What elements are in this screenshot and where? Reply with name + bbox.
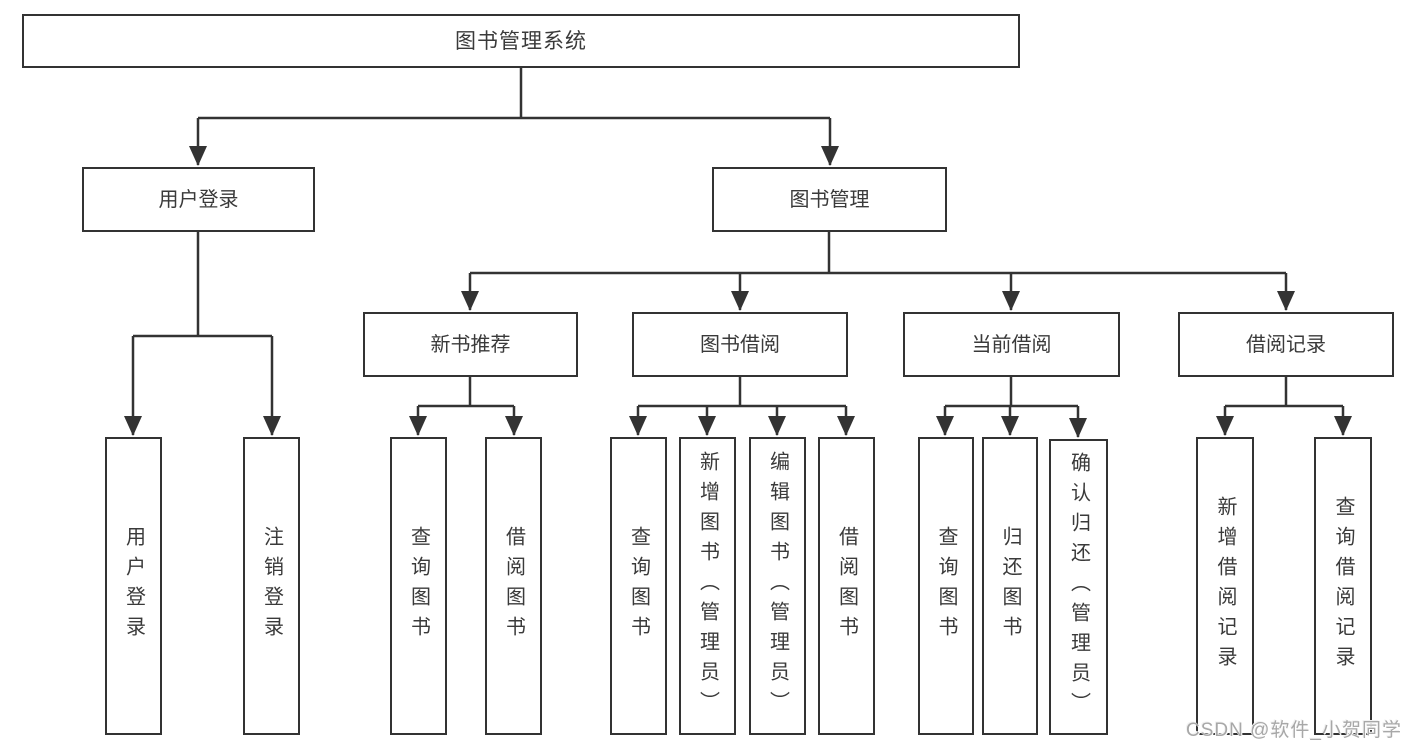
leaf-query-books-recommend: 查询图书 <box>390 437 447 735</box>
leaf-return-books: 归还图书 <box>982 437 1038 735</box>
node-label: 图书管理 <box>789 188 870 211</box>
leaf-confirm-return-admin: 确认归还（管理员） <box>1049 439 1108 735</box>
node-library-management-system: 图书管理系统 <box>22 14 1020 68</box>
node-label: 借阅图书 <box>835 526 858 646</box>
node-book-borrow: 图书借阅 <box>632 312 848 377</box>
leaf-logout: 注销登录 <box>243 437 300 735</box>
leaf-edit-books-admin: 编辑图书（管理员） <box>749 437 806 735</box>
leaf-borrow-books: 借阅图书 <box>818 437 875 735</box>
node-label: 注销登录 <box>260 526 283 646</box>
node-book-management: 图书管理 <box>712 167 947 232</box>
node-label: 用户登录 <box>158 188 239 211</box>
leaf-add-books-admin: 新增图书（管理员） <box>679 437 736 735</box>
node-label: 图书借阅 <box>700 333 780 356</box>
leaf-user-login: 用户登录 <box>105 437 162 735</box>
node-label: 确认归还（管理员） <box>1067 452 1090 722</box>
leaf-query-books-current: 查询图书 <box>918 437 974 735</box>
node-label: 借阅图书 <box>502 526 525 646</box>
node-label: 新书推荐 <box>430 333 511 356</box>
node-label: 查询图书 <box>627 526 650 646</box>
leaf-query-borrow-record: 查询借阅记录 <box>1314 437 1372 735</box>
node-label: 借阅记录 <box>1246 333 1326 356</box>
csdn-watermark: CSDN @软件_小贺同学 <box>1186 720 1402 741</box>
leaf-borrow-books-recommend: 借阅图书 <box>485 437 542 735</box>
node-label: 新增借阅记录 <box>1214 496 1236 676</box>
node-label: 图书管理系统 <box>455 29 587 53</box>
node-label: 编辑图书（管理员） <box>766 451 789 721</box>
leaf-query-books-borrow: 查询图书 <box>610 437 667 735</box>
node-label: 新增图书（管理员） <box>696 451 719 721</box>
node-label: 用户登录 <box>122 526 145 646</box>
node-current-borrow: 当前借阅 <box>903 312 1120 377</box>
leaf-add-borrow-record: 新增借阅记录 <box>1196 437 1254 735</box>
node-new-book-recommend: 新书推荐 <box>363 312 578 377</box>
node-user-login-group: 用户登录 <box>82 167 315 232</box>
node-label: 归还图书 <box>999 526 1021 646</box>
node-label: 查询图书 <box>407 526 430 646</box>
node-borrow-record: 借阅记录 <box>1178 312 1394 377</box>
node-label: 查询借阅记录 <box>1332 496 1354 676</box>
node-label: 当前借阅 <box>971 333 1052 356</box>
node-label: 查询图书 <box>935 526 957 646</box>
